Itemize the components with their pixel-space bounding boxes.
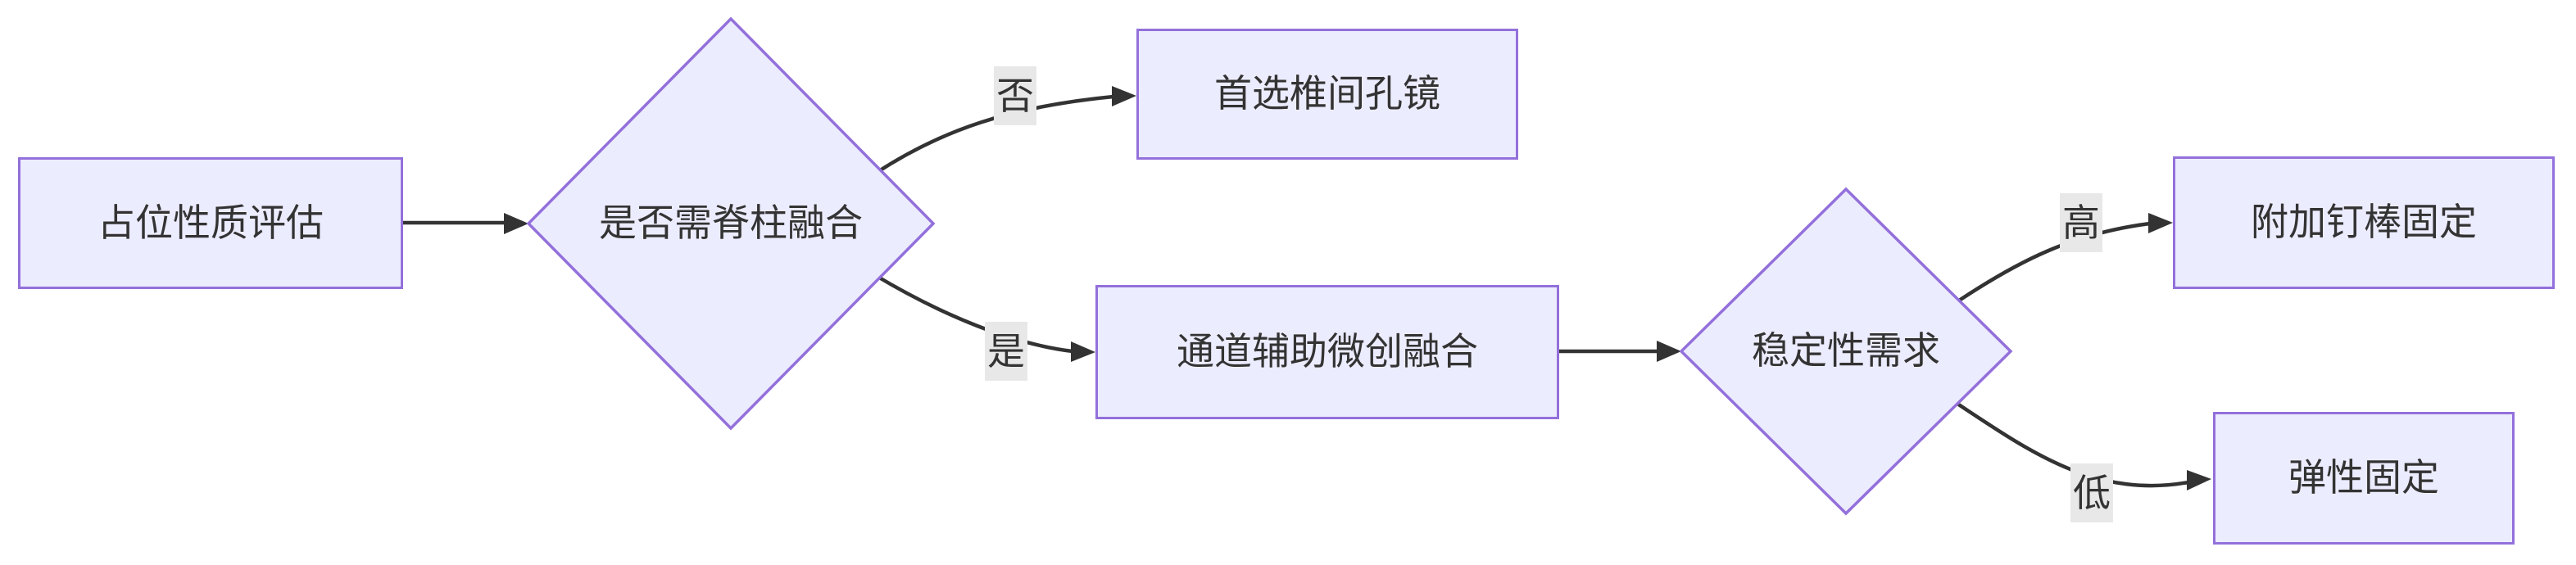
node-preferred-foraminoscopy-label: 首选椎间孔镜 xyxy=(1214,72,1440,115)
edge-e-f-arrowhead-icon xyxy=(2148,213,2173,233)
edge-d-e-arrowhead-icon xyxy=(1657,341,1681,362)
edge-b-c-arrowhead-icon xyxy=(1112,86,1136,106)
edge-label-yes: 是 xyxy=(985,321,1027,382)
node-preferred-foraminoscopy: 首选椎间孔镜 xyxy=(1136,29,1518,160)
edge-b-c-line xyxy=(873,94,1114,175)
edge-e-f-line xyxy=(1957,221,2151,302)
edge-b-d-arrowhead-icon xyxy=(1071,341,1095,362)
node-additional-screw-rod-fixation: 附加钉棒固定 xyxy=(2173,156,2555,289)
edge-label-high: 高 xyxy=(2060,192,2102,253)
node-elastic-fixation-label: 弹性固定 xyxy=(2288,456,2439,499)
node-additional-screw-rod-fixation-label: 附加钉棒固定 xyxy=(2251,201,2477,244)
edge-e-g-line xyxy=(1956,402,2189,488)
decision-node-fusion-needed-label: 是否需脊柱融合 xyxy=(599,201,863,245)
edge-a-b-arrowhead-icon xyxy=(504,213,528,234)
decision-node-stability-need-label: 稳定性需求 xyxy=(1752,329,1940,373)
decision-node-fusion-needed-shape xyxy=(526,16,936,431)
edge-label-low: 低 xyxy=(2070,463,2113,523)
edge-e-g-arrowhead-icon xyxy=(2187,470,2211,490)
node-elastic-fixation: 弹性固定 xyxy=(2213,412,2515,545)
node-occupancy-assessment-label: 占位性质评估 xyxy=(98,201,324,244)
edge-b-d-line xyxy=(873,273,1073,354)
node-channel-assisted-fusion: 通道辅助微创融合 xyxy=(1095,285,1559,419)
edge-label-no: 否 xyxy=(994,66,1036,126)
node-channel-assisted-fusion-label: 通道辅助微创融合 xyxy=(1177,330,1478,373)
decision-node-stability-need-shape xyxy=(1679,187,2013,516)
node-occupancy-assessment: 占位性质评估 xyxy=(18,157,403,289)
